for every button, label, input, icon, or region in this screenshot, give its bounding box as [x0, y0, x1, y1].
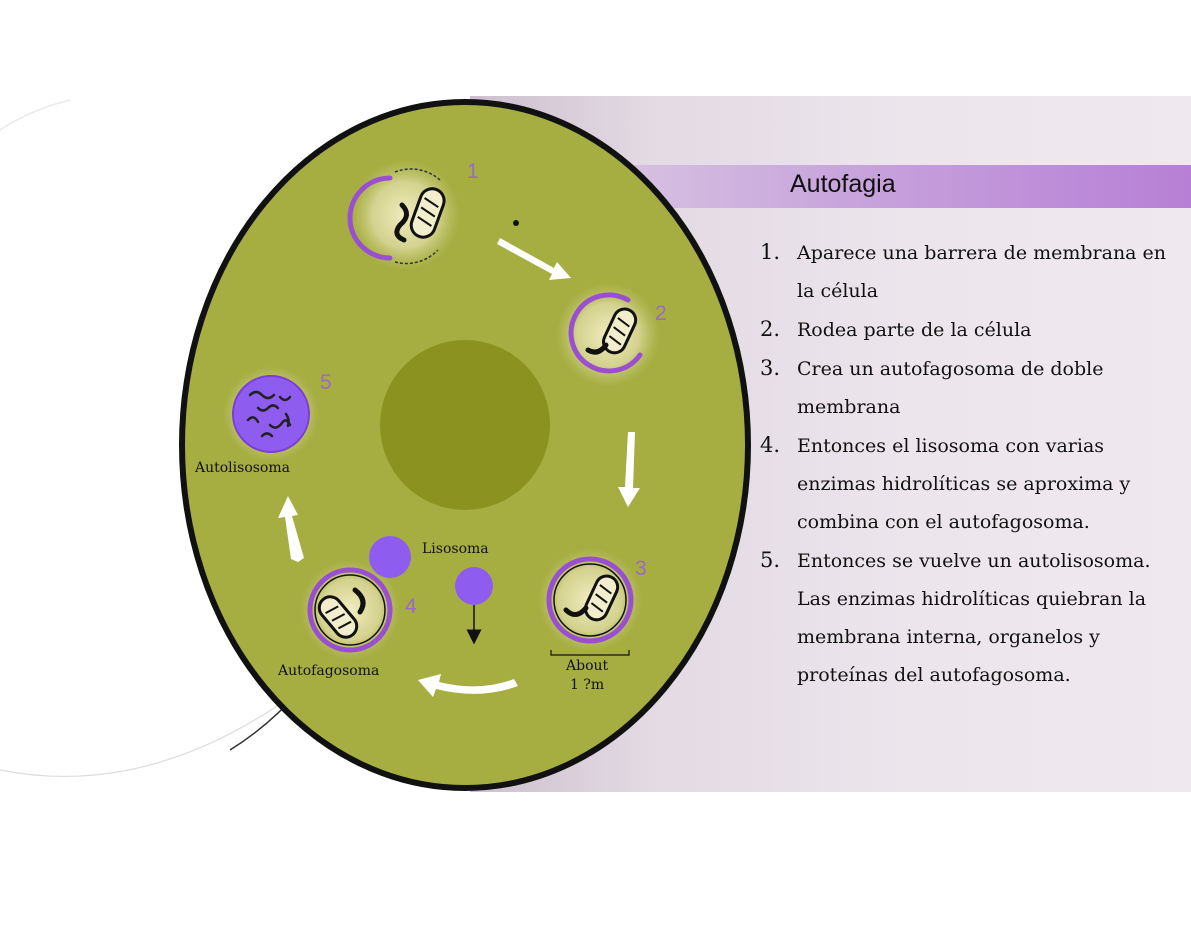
arrow-4-to-5 [278, 496, 304, 562]
stage-number-4: 4 [405, 595, 417, 618]
autolisosoma-label: Autolisosoma [194, 460, 290, 476]
stage-number-2: 2 [655, 302, 667, 325]
step-item: 2. Rodea parte de la célula [760, 310, 1191, 349]
membrane-dot [513, 220, 519, 226]
step-text-line: membrana [797, 396, 901, 418]
step-item: 5. Entonces se vuelve un autolisosoma. Las… [760, 541, 1191, 694]
step-text-line: enzimas hidrolíticas se aproxima y [797, 473, 1131, 495]
page-title: Autofagia [790, 170, 896, 198]
lysosome [455, 567, 493, 645]
steps-list: 1. Aparece una barrera de membrana en la c… [760, 233, 1191, 694]
step-number: 1. [760, 240, 781, 264]
step-text-line: la célula [797, 280, 879, 302]
step-number: 4. [760, 433, 781, 457]
stage-number-1: 1 [467, 160, 479, 183]
step-number: 3. [760, 356, 781, 380]
arrow-1-to-2 [497, 238, 571, 280]
step-text-line: membrana interna, organelos y [797, 626, 1100, 648]
step-item: 3. Crea un autofagosoma de doble membrana [760, 349, 1191, 426]
stage-2-engulfing [556, 283, 660, 387]
step-text-line: proteínas del autofagosoma. [797, 664, 1071, 686]
step-text-line: Crea un autofagosoma de doble [797, 358, 1104, 380]
scale-label-line1: About [565, 658, 609, 674]
stage-1-membrane-formation [347, 160, 460, 270]
step-item: 1. Aparece una barrera de membrana en la c… [760, 233, 1191, 310]
stage-5-autolysosome [223, 366, 319, 462]
step-text-line: Entonces se vuelve un autolisosoma. [797, 550, 1151, 572]
arrow-3-to-4 [418, 674, 518, 697]
scale-label-line2: 1 ?m [570, 677, 604, 693]
step-text-line: combina con el autofagosoma. [797, 511, 1090, 533]
title-bar [588, 165, 1191, 208]
nucleus [380, 340, 550, 510]
step-item: 4. Entonces el lisosoma con varias enzimas… [760, 426, 1191, 541]
fusing-lysosome [369, 536, 411, 578]
stage-number-3: 3 [635, 557, 647, 580]
step-text-line: Rodea parte de la célula [797, 319, 1032, 341]
step-text-line: Las enzimas hidrolíticas quiebran la [797, 588, 1147, 610]
scale-bar [550, 650, 630, 656]
step-number: 2. [760, 317, 781, 341]
step-number: 5. [760, 548, 781, 572]
lisosoma-label: Lisosoma [422, 541, 489, 557]
stage-4-fusion [300, 536, 411, 660]
arrow-2-to-3 [618, 432, 640, 507]
step-text-line: Aparece una barrera de membrana en [797, 242, 1167, 264]
stage-number-5: 5 [320, 371, 332, 394]
background-arc-bottom [0, 689, 301, 778]
background-arc-top [0, 99, 71, 131]
autofagosoma-label: Autofagosoma [277, 663, 379, 679]
cycle-arrows [278, 238, 640, 697]
step-text-line: Entonces el lisosoma con varias [797, 435, 1105, 457]
stage-3-autophagosome [538, 548, 642, 652]
